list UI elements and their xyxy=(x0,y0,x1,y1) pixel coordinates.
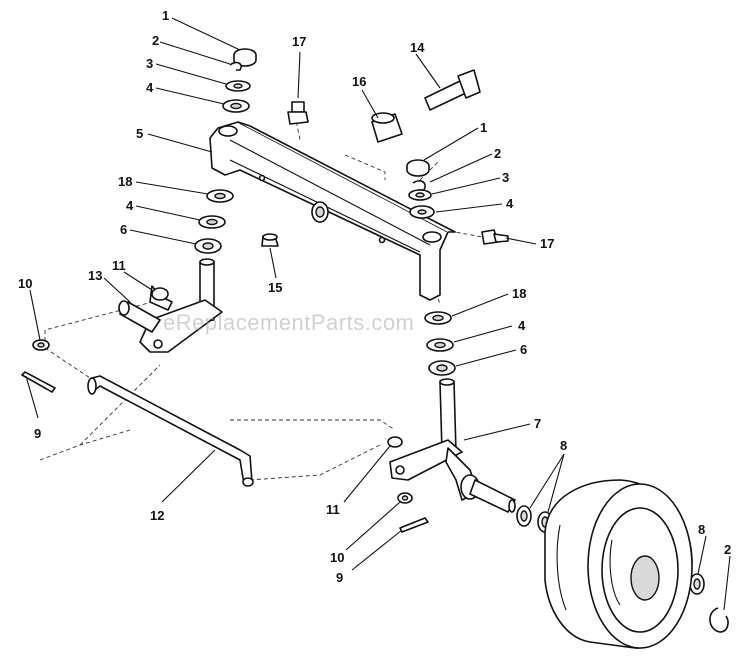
callout-label: 1 xyxy=(162,8,169,23)
callout-label: 4 xyxy=(506,196,514,211)
callout-label: 15 xyxy=(268,280,282,295)
callout-numbers: 1 2 3 4 5 18 4 6 11 13 10 9 12 17 16 14 … xyxy=(18,8,731,585)
callout-label: 1 xyxy=(480,120,487,135)
left-spindle-hardware xyxy=(194,48,257,254)
callout-label: 2 xyxy=(152,33,159,48)
callout-label: 4 xyxy=(518,318,526,333)
callout-label: 11 xyxy=(326,502,340,517)
leader-lines xyxy=(25,17,731,611)
front-wheel-tire xyxy=(544,479,693,649)
callout-label: 7 xyxy=(534,416,541,431)
left-cotter-hardware xyxy=(21,339,56,393)
callout-label: 10 xyxy=(18,276,32,291)
callout-label: 2 xyxy=(724,542,731,557)
callout-label: 2 xyxy=(494,146,501,161)
center-fasteners xyxy=(261,69,481,247)
tie-rod xyxy=(87,375,254,487)
right-spindle-hardware xyxy=(406,159,509,376)
left-spindle xyxy=(118,258,223,353)
callout-label: 5 xyxy=(136,126,143,141)
callout-label: 3 xyxy=(502,170,509,185)
callout-label: 17 xyxy=(292,34,306,49)
callout-label: 14 xyxy=(410,40,425,55)
callout-label: 17 xyxy=(540,236,554,251)
callout-label: 16 xyxy=(352,74,366,89)
callout-label: 6 xyxy=(120,222,127,237)
watermark-text: eReplacementParts.com xyxy=(163,310,414,335)
axle-beam xyxy=(209,121,456,301)
callout-label: 18 xyxy=(118,174,132,189)
callout-label: 4 xyxy=(146,80,154,95)
callout-label: 13 xyxy=(88,268,102,283)
callout-label: 11 xyxy=(112,258,126,273)
callout-label: 8 xyxy=(698,522,705,537)
callout-label: 18 xyxy=(512,286,526,301)
callout-label: 6 xyxy=(520,342,527,357)
callout-label: 3 xyxy=(146,56,153,71)
callout-label: 12 xyxy=(150,508,164,523)
callout-label: 9 xyxy=(34,426,41,441)
right-spindle xyxy=(389,378,516,513)
callout-label: 8 xyxy=(560,438,567,453)
callout-label: 9 xyxy=(336,570,343,585)
alignment-lines xyxy=(39,114,489,481)
callout-label: 4 xyxy=(126,198,134,213)
callout-label: 10 xyxy=(330,550,344,565)
